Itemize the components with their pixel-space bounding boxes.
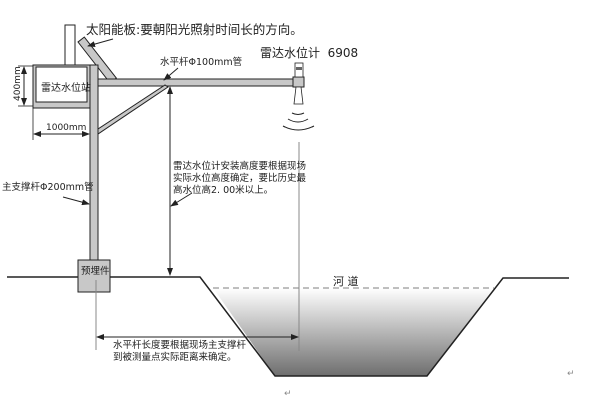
station-box-inner (35, 66, 88, 103)
return-mark-1: ↵ (284, 389, 292, 399)
solar-mast (64, 24, 76, 66)
main-pole (89, 64, 99, 264)
radar-gauge (292, 62, 305, 105)
river-water (213, 288, 494, 376)
install-note-line-1: 雷达水位计安装高度要根据现场 (173, 160, 306, 172)
return-mark-2: ↵ (567, 369, 575, 379)
solar-panel-label: 太阳能板:要朝阳光照射时间长的方向。 (86, 22, 303, 37)
height-dimension-label: 400mm (13, 66, 23, 101)
embedded-part (77, 259, 111, 293)
horizontal-bar-label: 水平杆Φ100mm管 (160, 56, 242, 68)
ground-line (7, 276, 569, 377)
radar-gauge-label: 雷达水位计 6908 (260, 45, 358, 60)
install-note-line-2: 实际水位高度确定，要比历史最 (173, 172, 307, 184)
river-label: 河 道 (333, 274, 359, 288)
install-note-line-3: 高水位高2. 00米以上。 (173, 184, 273, 196)
main-pole-label: 主支撑杆Φ200mm管 (2, 181, 94, 193)
diagonal-brace (97, 84, 169, 135)
station-label: 雷达水位站 (41, 81, 91, 94)
embedded-part-label: 预埋件 (81, 265, 110, 277)
radar-wave-icon (282, 112, 315, 131)
length-note-line-2: 到被测量点实际距离来确定。 (113, 351, 237, 363)
length-note-line-1: 水平杆长度要根据现场主支撑杆 (113, 339, 247, 351)
horizontal-arm (97, 78, 295, 87)
width-dimension-label: 1000mm (46, 123, 86, 133)
